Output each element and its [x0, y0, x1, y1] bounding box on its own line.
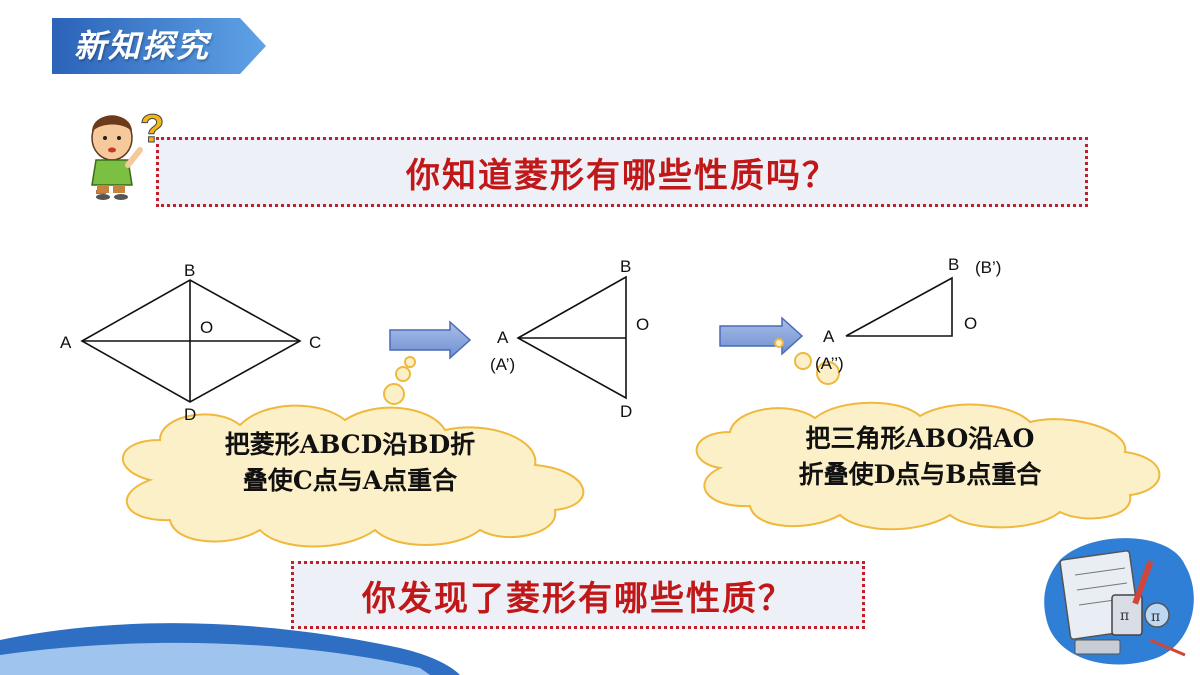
cloud-left-text: 把菱形ABCD沿BD折 叠使C点与A点重合: [175, 427, 525, 499]
triangle-abd-diagram: [516, 275, 627, 400]
cloud-left-line-2: 叠使C点与A点重合: [242, 466, 458, 495]
label-point-o: O: [636, 315, 650, 334]
right-arrow-icon: [719, 316, 804, 356]
label-point-b: B: [948, 255, 960, 274]
question-top-text: 你知道菱形有哪些性质吗？: [406, 155, 838, 196]
svg-text:π: π: [1151, 609, 1160, 625]
cloud-right-line-2: 折叠使D点与B点重合: [798, 460, 1042, 489]
label-point-o: O: [200, 318, 214, 337]
label-point-d: D: [620, 402, 633, 421]
question-box-top: 你知道菱形有哪些性质吗？: [156, 137, 1088, 207]
label-point-b: B: [620, 257, 632, 276]
cloud-right-line-1: 把三角形ABO沿AO: [805, 424, 1035, 453]
label-point-a-double-prime: (A’’): [815, 354, 844, 373]
rhombus-diagram: [80, 279, 302, 403]
label-point-a: A: [497, 328, 509, 347]
label-point-a-prime: (A’): [490, 355, 516, 374]
cloud-right-text: 把三角形ABO沿AO 折叠使D点与B点重合: [735, 421, 1105, 493]
label-point-c: C: [309, 333, 322, 352]
bottom-wave-decoration: [0, 623, 460, 675]
question-box-bottom: 你发现了菱形有哪些性质？: [291, 561, 865, 629]
svg-text:π: π: [1120, 608, 1129, 624]
section-title: 新知探究: [74, 27, 211, 65]
question-bottom-text: 你发现了菱形有哪些性质？: [362, 578, 794, 619]
thought-cloud-left: [121, 356, 585, 548]
right-arrow-icon: [389, 320, 472, 360]
label-point-d: D: [184, 405, 197, 424]
triangle-abo-outline: [845, 276, 953, 337]
triangle-abo-diagram: [845, 276, 953, 337]
thinking-boy-illustration: ?: [91, 107, 165, 200]
cloud-left-line-1: 把菱形ABCD沿BD折: [224, 430, 476, 459]
label-point-o: O: [964, 314, 978, 333]
label-point-b-prime: (B’): [975, 258, 1002, 277]
header-banner: [52, 18, 266, 74]
label-point-a: A: [60, 333, 72, 352]
label-point-b: B: [184, 261, 196, 280]
thought-cloud-right: [695, 338, 1161, 531]
math-books-illustration: π π: [1044, 538, 1194, 665]
label-point-a: A: [823, 327, 835, 346]
